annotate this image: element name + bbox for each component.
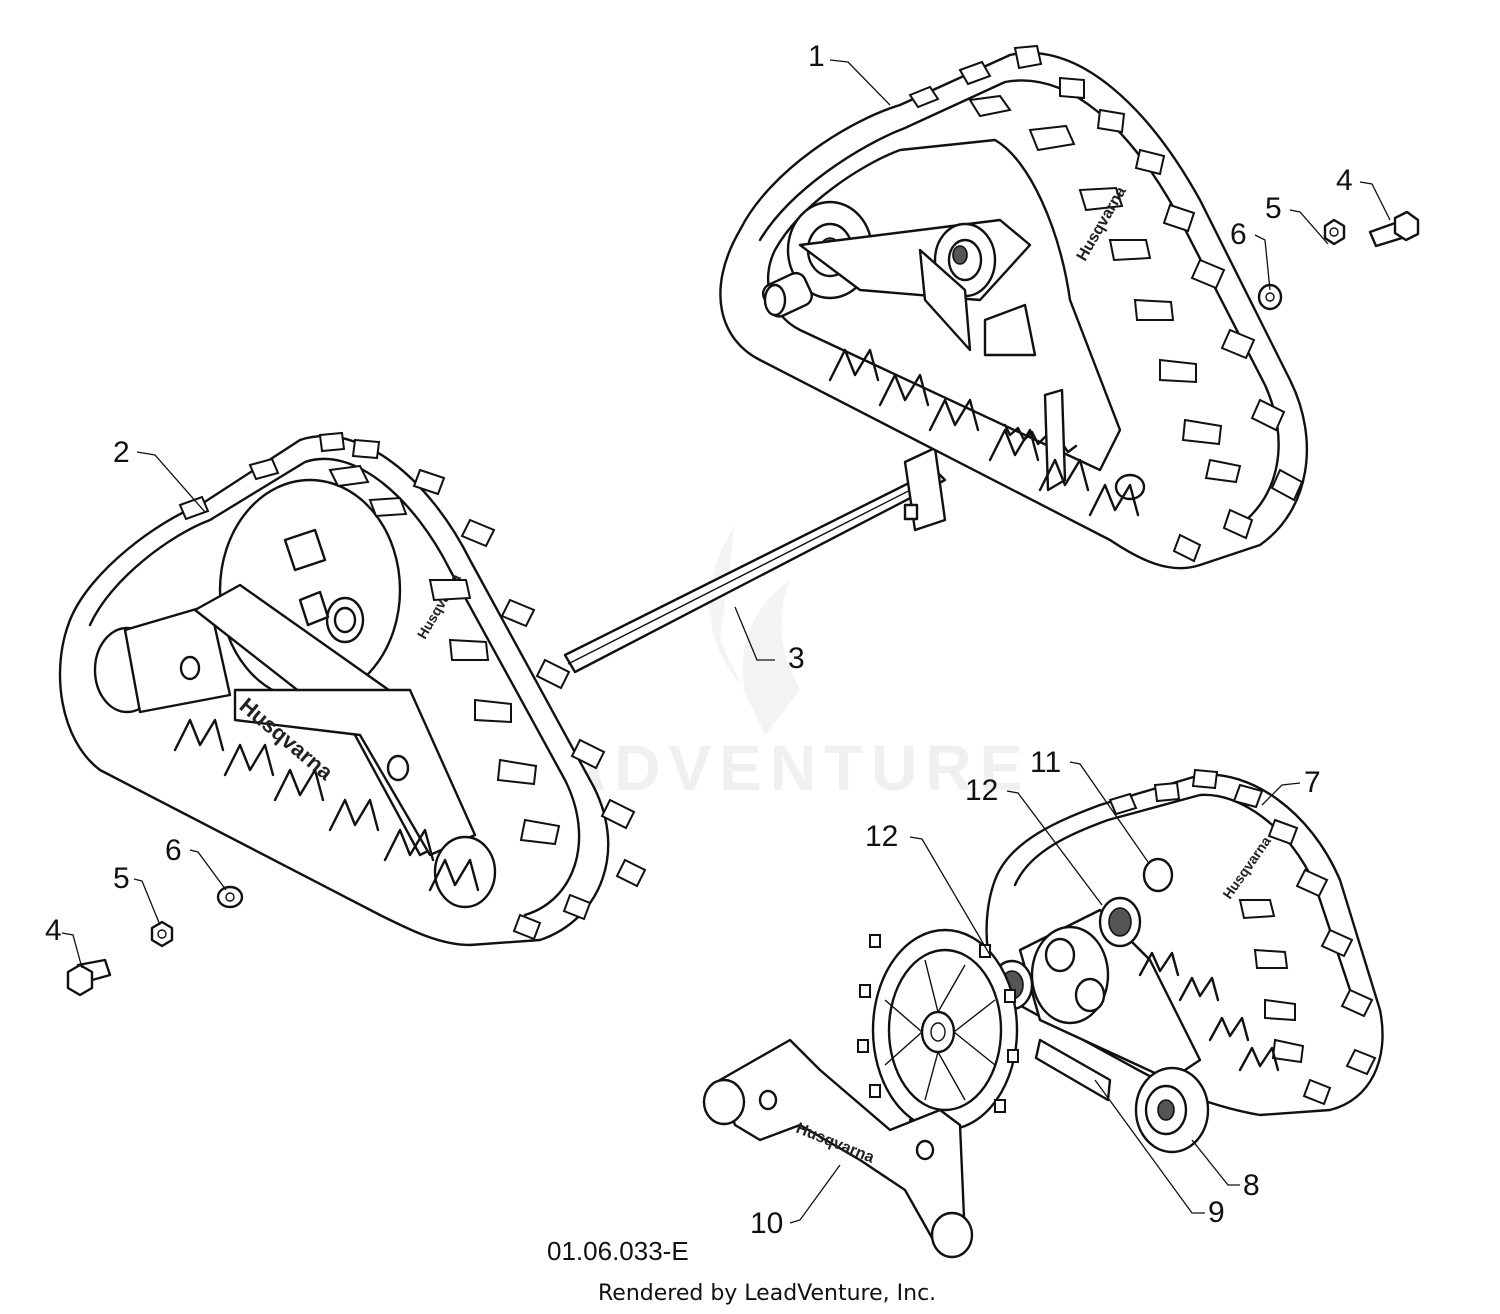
- bolt-part-4-right[interactable]: [1368, 210, 1420, 248]
- callout-11: 11: [1030, 746, 1061, 779]
- callout-4-right: 4: [1336, 164, 1353, 197]
- callout-3: 3: [788, 642, 805, 675]
- callout-12-upper: 12: [965, 774, 998, 807]
- callout-5-left: 5: [113, 862, 130, 895]
- nut-part-5-left[interactable]: [150, 920, 174, 948]
- nut-part-5-right[interactable]: [1323, 218, 1346, 246]
- beam-part-10[interactable]: Husqvarna: [702, 1038, 974, 1259]
- drive-sprocket[interactable]: [857, 928, 1019, 1133]
- leader-lines: [61, 59, 1391, 1224]
- axle-part-3[interactable]: [563, 446, 947, 674]
- slide-rail-part-9[interactable]: [1034, 1038, 1112, 1102]
- bogie-wheel-part-8[interactable]: [1134, 1066, 1210, 1154]
- callout-9: 9: [1208, 1196, 1225, 1229]
- track-assembly-part-2[interactable]: Husqvarna Husqvarna: [58, 431, 647, 947]
- washer-part-6-left[interactable]: [216, 885, 244, 909]
- drawing-code: 01.06.033-E: [547, 1236, 689, 1266]
- callout-10: 10: [750, 1207, 783, 1240]
- bearing-part-12-upper[interactable]: [1098, 896, 1142, 948]
- watermark-logo: ADVENTURE: [560, 525, 1030, 804]
- callout-4-left: 4: [45, 914, 62, 947]
- callout-6-right: 6: [1230, 218, 1247, 251]
- callout-7: 7: [1304, 766, 1321, 799]
- callout-5-right: 5: [1265, 192, 1282, 225]
- callout-2: 2: [113, 436, 130, 469]
- callout-6-left: 6: [165, 834, 182, 867]
- track-treads-2: [173, 718, 480, 892]
- callout-8: 8: [1243, 1169, 1260, 1202]
- track-treads-7: [1138, 951, 1280, 1072]
- callout-labels: 1 2 3 4 5 6 4 5 6 7 8 9 10 11 12 12: [45, 40, 1353, 1240]
- bolt-part-4-left[interactable]: [66, 958, 112, 997]
- track-lugs-7: [1108, 768, 1377, 1106]
- seal-part-11[interactable]: [1142, 857, 1174, 893]
- track-assembly-part-1[interactable]: Husqvarna: [719, 44, 1308, 570]
- track-treads-1: [828, 348, 1140, 517]
- render-credit: Rendered by LeadVenture, Inc.: [598, 1281, 936, 1306]
- callout-1: 1: [808, 40, 825, 73]
- callout-12-lower: 12: [865, 820, 898, 853]
- track-lugs-2: [178, 431, 647, 941]
- track-lugs-1: [908, 44, 1304, 563]
- watermark-text: ADVENTURE: [560, 732, 1030, 804]
